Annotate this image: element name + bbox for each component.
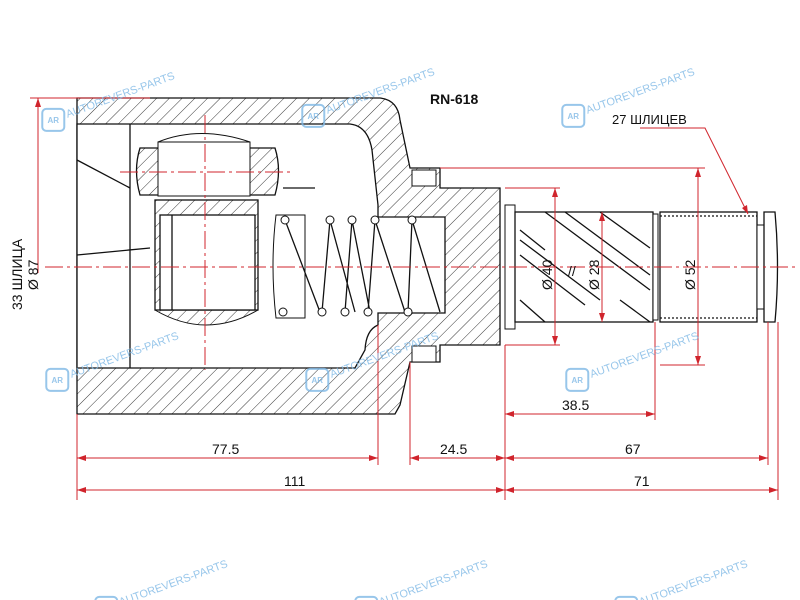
watermark-logo-icon: AR — [301, 103, 326, 128]
d28-label: Ø 28 — [586, 259, 602, 290]
dimension-lines — [30, 97, 779, 500]
watermark-logo-icon: AR — [305, 367, 330, 392]
watermark-logo-icon: AR — [94, 595, 119, 600]
dim-24-5: 24.5 — [440, 441, 467, 457]
watermark-logo-icon: AR — [561, 103, 586, 128]
clamp-groove-bottom — [411, 345, 437, 363]
break-mark: // — [568, 263, 576, 279]
part-number: RN-618 — [430, 91, 478, 107]
dim-38-5: 38.5 — [562, 397, 589, 413]
dim-71: 71 — [634, 473, 650, 489]
outer-splines-label: 33 ШЛИЦА — [9, 238, 25, 310]
clamp-groove-top — [411, 169, 437, 187]
watermark-logo-icon: AR — [45, 367, 70, 392]
shaft-splines-label: 27 ШЛИЦЕВ — [612, 112, 687, 127]
d40-label: Ø 40 — [539, 259, 555, 290]
watermark-logo-icon: AR — [41, 107, 66, 132]
watermark-logo-icon: AR — [354, 595, 379, 600]
d52-label: Ø 52 — [682, 259, 698, 290]
watermark-logo-icon: AR — [565, 367, 590, 392]
dim-77-5: 77.5 — [212, 441, 239, 457]
tripod-spider — [159, 214, 256, 311]
dim-67: 67 — [625, 441, 641, 457]
dim-111: 111 — [284, 473, 305, 489]
outer-diameter-label: Ø 87 — [25, 259, 41, 290]
watermark-logo-icon: AR — [614, 595, 639, 600]
